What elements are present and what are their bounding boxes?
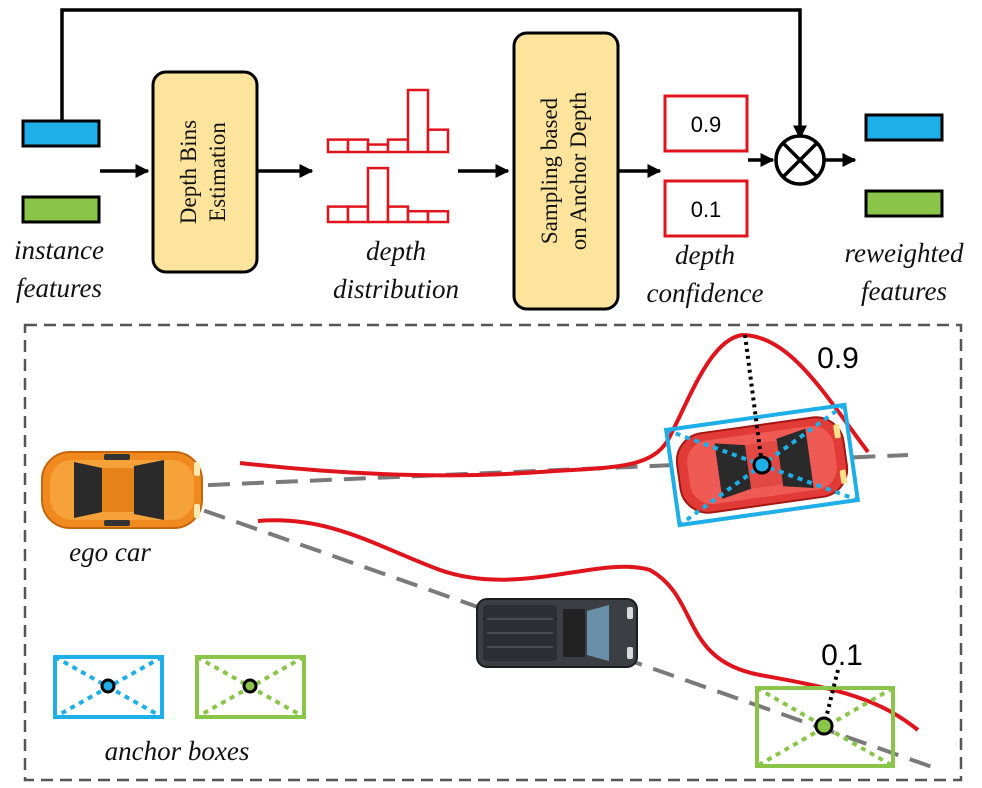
lower-histogram-bar-2 [346,205,370,224]
depth-bins-estimation-box [151,70,259,274]
ego-car-label: ego car [69,537,151,567]
depth-confidence-label-1: depth [675,240,735,270]
lower-depth-histogram [326,166,450,224]
green-anchor-box [755,686,895,768]
depth-bins-label-2: Estimation [205,122,230,222]
reweighted-features-label-1: reweighted [845,238,964,268]
reweighted-feature-blue [864,113,944,142]
depth-distribution-label-2: distribution [333,274,459,304]
depth-curve-upper [239,332,870,478]
legend-anchor-boxes-label: anchor boxes [105,736,250,766]
confidence-value-low: 0.1 [691,197,722,222]
score-high-label: 0.9 [817,342,859,375]
upper-histogram-bar-1 [326,138,350,154]
instance-features-label-1: instance [14,235,104,265]
skip-connection-arrow [60,8,807,140]
upper-histogram-bar-3 [366,143,390,154]
confidence-box-high [663,94,749,153]
depth-bins-label-1: Depth Bins [176,120,201,224]
legend-blue-anchor [53,655,164,719]
upper-histogram-bar-5 [406,88,430,154]
lower-histogram-bar-6 [426,209,450,224]
lower-histogram-bar-1 [326,205,350,224]
instance-feature-green [21,195,101,224]
reweighted-features-label-2: features [861,276,947,306]
sampling-label-2: on Anchor Depth [566,91,591,250]
anchor-center-blue [752,455,772,475]
ego-car-icon [41,451,203,529]
legend-green-anchor [195,655,306,719]
lower-histogram-bar-5 [406,209,430,224]
lower-histogram-bar-3 [366,166,390,224]
score-leader-high [743,334,764,466]
confidence-value-high: 0.9 [691,112,722,137]
instance-features-label-2: features [16,273,102,303]
upper-depth-histogram [326,88,450,154]
upper-histogram-bar-4 [386,138,410,154]
scene-panel: ego car 0.9 [23,323,963,782]
pickup-truck-icon [476,598,638,668]
instance-feature-blue [21,119,101,148]
confidence-box-low [663,179,749,238]
pipeline: instance features Depth Bins Estimation … [14,8,964,311]
scene-border [23,323,963,782]
lower-histogram-bar-4 [386,205,410,224]
sampling-anchor-depth-box [512,31,620,311]
sampling-label-1: Sampling based [537,97,562,244]
depth-confidence-label-2: confidence [647,278,764,308]
multiply-icon [774,134,826,186]
score-low-label: 0.1 [821,639,863,672]
score-leader-low [822,669,840,727]
reweighted-feature-green [864,189,944,218]
anchor-center-green [814,716,834,736]
depth-distribution-label-1: depth [366,236,426,266]
upper-histogram-bar-6 [426,128,450,154]
upper-histogram-bar-2 [346,138,370,154]
